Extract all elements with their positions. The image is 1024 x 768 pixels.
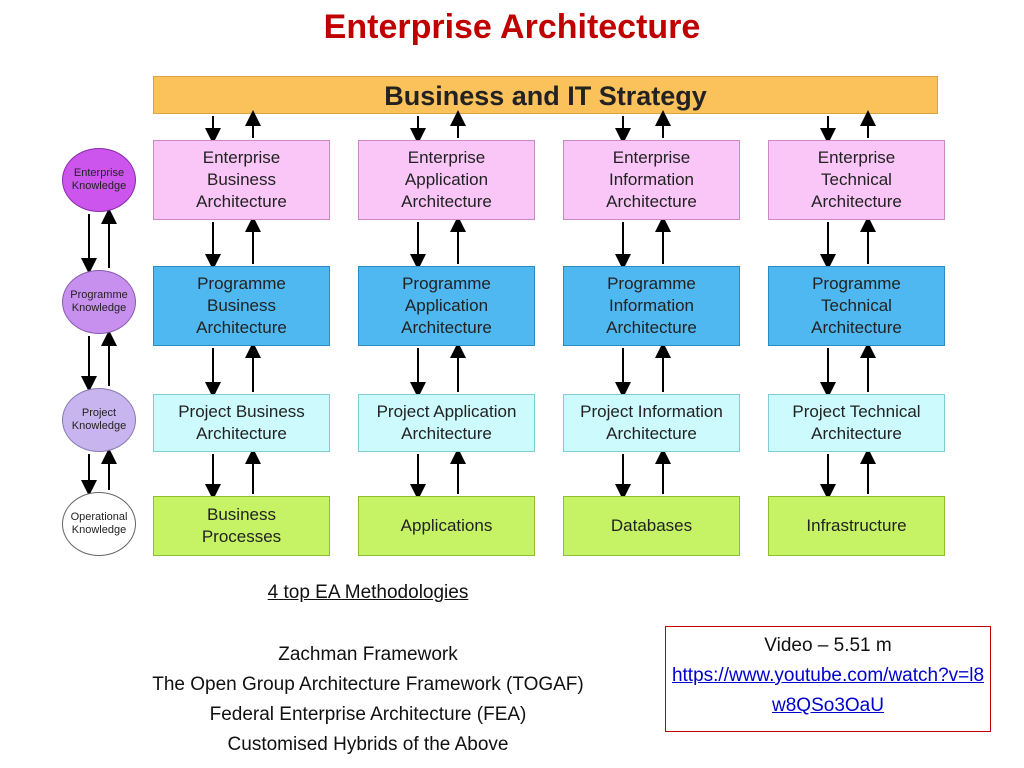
methodology-item: The Open Group Architecture Framework (T… bbox=[152, 674, 584, 695]
infrastructure: Infrastructure bbox=[768, 496, 945, 556]
business-processes: Business Processes bbox=[153, 496, 330, 556]
programme-application-architecture: Programme Application Architecture bbox=[358, 266, 535, 346]
knowledge-project: Project Knowledge bbox=[62, 388, 136, 452]
databases: Databases bbox=[563, 496, 740, 556]
methodologies-block: 4 top EA Methodologies Zachman Framework… bbox=[100, 578, 636, 760]
knowledge-programme: Programme Knowledge bbox=[62, 270, 136, 334]
knowledge-enterprise: Enterprise Knowledge bbox=[62, 148, 136, 212]
enterprise-application-architecture: Enterprise Application Architecture bbox=[358, 140, 535, 220]
methodology-item: Federal Enterprise Architecture (FEA) bbox=[209, 704, 527, 725]
video-label: Video – 5.51 m bbox=[764, 635, 892, 656]
programme-information-architecture: Programme Information Architecture bbox=[563, 266, 740, 346]
enterprise-information-architecture: Enterprise Information Architecture bbox=[563, 140, 740, 220]
project-business-architecture: Project Business Architecture bbox=[153, 394, 330, 452]
strategy-bar: Business and IT Strategy bbox=[153, 76, 938, 114]
enterprise-business-architecture: Enterprise Business Architecture bbox=[153, 140, 330, 220]
project-application-architecture: Project Application Architecture bbox=[358, 394, 535, 452]
applications: Applications bbox=[358, 496, 535, 556]
programme-technical-architecture: Programme Technical Architecture bbox=[768, 266, 945, 346]
programme-business-architecture: Programme Business Architecture bbox=[153, 266, 330, 346]
video-box: Video – 5.51 m https://www.youtube.com/w… bbox=[665, 626, 991, 732]
methodology-item: Zachman Framework bbox=[278, 644, 458, 665]
video-link[interactable]: https://www.youtube.com/watch?v=l8w8QSo3… bbox=[671, 665, 985, 716]
page-title: Enterprise Architecture bbox=[323, 8, 701, 46]
project-information-architecture: Project Information Architecture bbox=[563, 394, 740, 452]
knowledge-operational: Operational Knowledge bbox=[62, 492, 136, 556]
methodology-item: Customised Hybrids of the Above bbox=[227, 734, 509, 755]
methodologies-heading: 4 top EA Methodologies bbox=[267, 582, 469, 603]
enterprise-technical-architecture: Enterprise Technical Architecture bbox=[768, 140, 945, 220]
project-technical-architecture: Project Technical Architecture bbox=[768, 394, 945, 452]
